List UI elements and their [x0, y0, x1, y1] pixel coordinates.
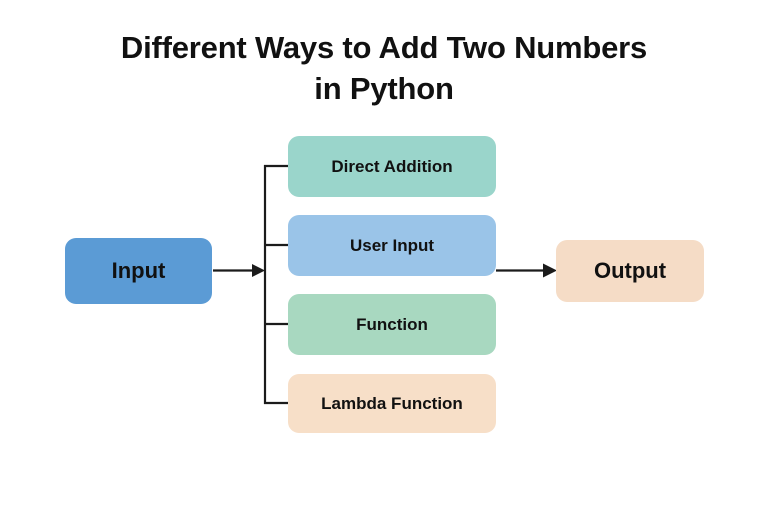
node-input-label: Input: [111, 258, 166, 283]
node-function-label: Function: [356, 314, 428, 334]
node-direct-addition[interactable]: Direct Addition: [288, 136, 496, 197]
node-input[interactable]: Input: [65, 238, 212, 304]
node-lambda-function[interactable]: Lambda Function: [288, 374, 496, 433]
arrowhead-input-to-trunk: [252, 264, 265, 277]
node-lambda-function-label: Lambda Function: [321, 393, 463, 413]
node-function[interactable]: Function: [288, 294, 496, 355]
node-output[interactable]: Output: [556, 240, 704, 302]
node-output-label: Output: [593, 258, 667, 283]
node-user-input-label: User Input: [349, 235, 435, 255]
node-direct-addition-label: Direct Addition: [331, 156, 453, 176]
page-title: Different Ways to Add Two Numbers in Pyt…: [120, 30, 648, 106]
node-user-input[interactable]: User Input: [288, 215, 496, 276]
arrowhead-user-input-to-output: [543, 263, 557, 278]
